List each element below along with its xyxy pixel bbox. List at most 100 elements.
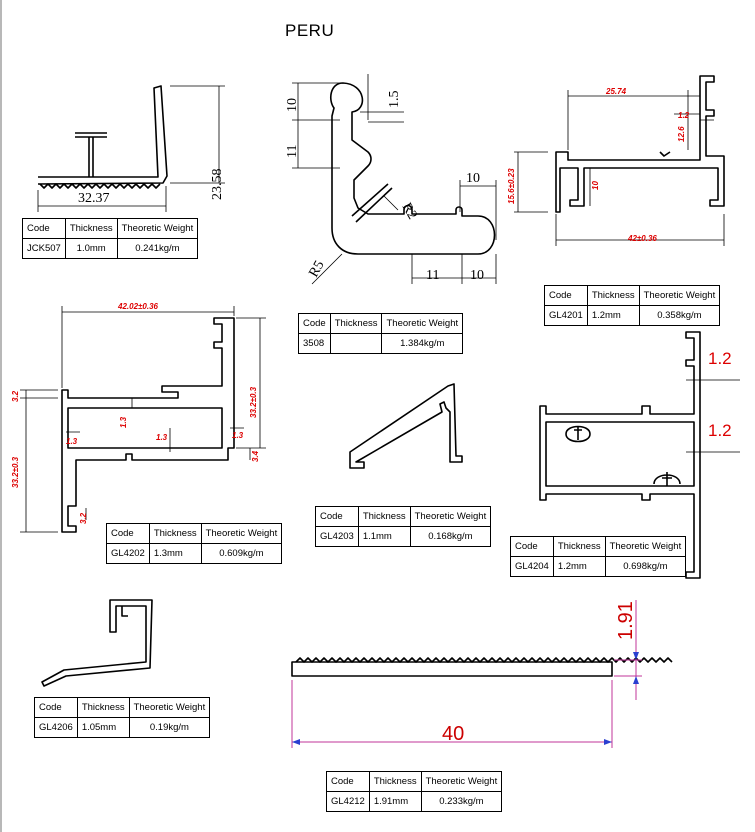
jck507-tee [75, 132, 107, 177]
cell-weight: 0.241kg/m [116, 238, 199, 259]
gl4202-outline [61, 317, 235, 533]
header-code: Code [544, 285, 588, 306]
cell-thickness [329, 333, 383, 354]
gl4202-dim-lines [20, 306, 266, 533]
cell-code: GL4212 [326, 791, 370, 812]
cell-thickness: 1.1mm [357, 526, 411, 547]
header-weight: Theoretic Weight [116, 218, 199, 239]
cell-code: GL4204 [510, 556, 554, 577]
profile-gl4202-drawing: 42.02±0.36 3.2 33.2±0.3 33.2±0.3 1.3 1.3… [11, 302, 266, 533]
gl4212-dim-arrows [292, 652, 639, 745]
cell-code: GL4202 [106, 543, 150, 564]
profile-gl4206-drawing [41, 599, 153, 687]
header-thickness: Thickness [357, 506, 411, 527]
gl4204-dim-2: 1.2 [708, 421, 732, 440]
header-weight: Theoretic Weight [604, 536, 687, 557]
gl4202-dim-9: 3.4 [251, 450, 260, 462]
gl4204-outline [539, 331, 701, 579]
header-weight: Theoretic Weight [420, 771, 503, 792]
header-code: Code [106, 523, 150, 544]
3508-dim-5: R2 [399, 201, 420, 223]
gl4204-chamber [545, 421, 695, 487]
gl4201-dim-3: 12.6 [677, 126, 686, 142]
cell-weight: 0.698kg/m [604, 556, 687, 577]
gl4202-dim-2: 3.2 [11, 390, 20, 402]
3508-rib [351, 183, 393, 223]
gl4206-lip [121, 606, 128, 617]
gl4212-dim-thickness: 1.91 [615, 601, 637, 640]
cell-thickness: 1.2mm [586, 305, 640, 326]
gl4202-dim-1: 42.02±0.36 [117, 302, 159, 311]
profile-gl4212-drawing: 1.91 40 [291, 600, 673, 748]
3508-dim-4: 10 [466, 171, 480, 186]
header-thickness: Thickness [329, 313, 383, 334]
cell-thickness: 1.2mm [552, 556, 606, 577]
header-code: Code [315, 506, 359, 527]
header-thickness: Thickness [552, 536, 606, 557]
3508-outline [329, 82, 496, 255]
header-thickness: Thickness [368, 771, 422, 792]
gl4204-dim-lines [686, 379, 740, 453]
header-weight: Theoretic Weight [381, 313, 464, 334]
gl4201-dim-6: 42±0.36 [627, 234, 657, 243]
gl4212-outline [291, 661, 613, 677]
cell-weight: 0.358kg/m [638, 305, 721, 326]
gl4202-dim-3: 33.2±0.3 [249, 386, 258, 418]
header-weight: Theoretic Weight [128, 697, 211, 718]
header-weight: Theoretic Weight [409, 506, 492, 527]
gl4203-outline [349, 383, 463, 469]
3508-dim-8: 10 [470, 268, 484, 283]
gl4202-dim-5: 1.3 [119, 416, 128, 428]
3508-dim-3: 11 [285, 145, 300, 158]
cell-weight: 0.609kg/m [200, 543, 283, 564]
gl4204-clip-top [565, 425, 591, 443]
header-code: Code [510, 536, 554, 557]
gl4212-dim-lines [291, 600, 642, 748]
3508-dim-2: 10 [285, 98, 300, 112]
cell-code: GL4201 [544, 305, 588, 326]
jck507-serrations [39, 183, 161, 189]
gl4206-outline [41, 599, 153, 687]
gl4201-dim-1: 25.74 [605, 87, 627, 96]
page-title: PERU [285, 21, 335, 40]
profile-gl4204-drawing: 1.2 1.2 [539, 331, 740, 579]
cell-weight: 0.19kg/m [128, 717, 211, 738]
gl4201-lip [659, 151, 671, 157]
cell-thickness: 1.91mm [368, 791, 422, 812]
3508-dim-6: R5 [306, 258, 327, 280]
header-thickness: Thickness [148, 523, 202, 544]
3508-dim-lines [292, 74, 497, 285]
jck507-dim-height: 23.58 [210, 169, 225, 201]
cell-weight: 0.233kg/m [420, 791, 503, 812]
cell-thickness: 1.0mm [64, 238, 118, 259]
cell-code: 3508 [298, 333, 331, 354]
cell-weight: 1.384kg/m [381, 333, 464, 354]
cell-weight: 0.168kg/m [409, 526, 492, 547]
gl4201-dim-4: 15.6±0.23 [507, 168, 516, 204]
gl4202-dim-8: 1.3 [232, 431, 244, 440]
gl4201-dim-lines [514, 90, 725, 246]
gl4202-dim-7: 1.3 [156, 433, 168, 442]
profile-jck507-drawing: 32.37 23.58 [37, 85, 225, 212]
header-weight: Theoretic Weight [200, 523, 283, 544]
3508-dim-7: 11 [426, 268, 439, 283]
cell-code: JCK507 [22, 238, 66, 259]
gl4212-serrations [295, 657, 673, 663]
header-thickness: Thickness [586, 285, 640, 306]
gl4204-clip-bottom [653, 472, 681, 486]
jck507-dim-lines [37, 85, 225, 212]
gl4202-dim-10: 3.2 [79, 512, 88, 524]
header-thickness: Thickness [76, 697, 130, 718]
header-code: Code [298, 313, 331, 334]
3508-dim-1: 1.5 [387, 91, 402, 109]
gl4202-dim-4: 33.2±0.3 [11, 456, 20, 488]
jck507-outline [37, 85, 168, 185]
